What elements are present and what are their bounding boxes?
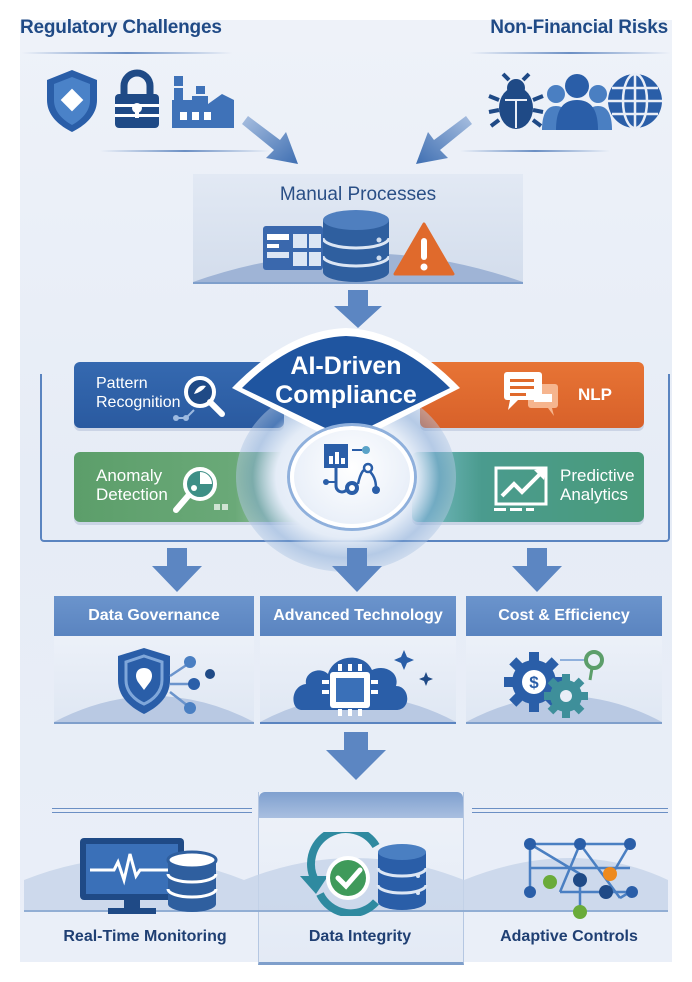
data-governance-title: Data Governance [54, 596, 254, 636]
database-icon [323, 210, 389, 282]
divider [52, 808, 252, 813]
magnifier-chart-icon [172, 460, 236, 518]
cloud-chip-icon [292, 644, 442, 718]
arrow-down-icon [330, 548, 384, 594]
sync-check-database-icon [296, 832, 436, 916]
divider [100, 150, 270, 152]
node-network-icon [520, 834, 644, 924]
arrow-down-icon [332, 290, 384, 330]
center-icon-circle [290, 426, 414, 528]
analytics-network-icon [322, 442, 386, 506]
advanced-technology-title: Advanced Technology [260, 596, 456, 636]
shield-icon [44, 68, 100, 134]
pillar-advanced-technology: Advanced Technology [260, 596, 456, 724]
chat-bubbles-icon [502, 368, 568, 424]
adaptive-controls-label: Adaptive Controls [500, 928, 638, 945]
gears-dollar-icon: $ [504, 646, 614, 718]
manual-processes-box: Manual Processes [193, 174, 523, 284]
cost-efficiency-title: Cost & Efficiency [466, 596, 662, 636]
regulatory-challenges-heading: Regulatory Challenges [20, 17, 222, 38]
data-integrity-label: Data Integrity [308, 928, 412, 945]
trend-chart-icon [492, 462, 554, 516]
globe-icon [606, 72, 664, 130]
pillar-data-governance: Data Governance [54, 596, 254, 724]
arrow-down-icon [510, 548, 564, 594]
nlp-label: NLP [578, 385, 612, 404]
arrow-down-icon [324, 732, 388, 782]
spreadsheet-icon [263, 226, 323, 270]
bug-icon [487, 72, 545, 132]
arrow-down-right-icon [238, 112, 302, 168]
divider [460, 150, 610, 152]
svg-text:$: $ [529, 673, 539, 692]
monitor-database-icon [78, 836, 218, 916]
arrow-down-icon [150, 548, 204, 594]
non-financial-risks-heading: Non-Financial Risks [490, 17, 668, 38]
divider [22, 52, 232, 54]
divider [470, 52, 670, 54]
data-integrity-header-band [259, 792, 463, 818]
people-group-icon [542, 70, 612, 132]
divider [472, 808, 668, 813]
manual-processes-title: Manual Processes [279, 184, 437, 205]
padlock-icon [112, 68, 162, 130]
factory-icon [170, 74, 236, 130]
feature-nlp: NLP [420, 362, 644, 428]
pillar-cost-efficiency: Cost & Efficiency $ [466, 596, 662, 724]
shield-network-icon [116, 646, 236, 718]
real-time-monitoring-label: Real-Time Monitoring [63, 928, 227, 945]
warning-icon [393, 222, 455, 276]
magnifier-icon [172, 370, 236, 426]
arrow-down-left-icon [412, 112, 476, 168]
